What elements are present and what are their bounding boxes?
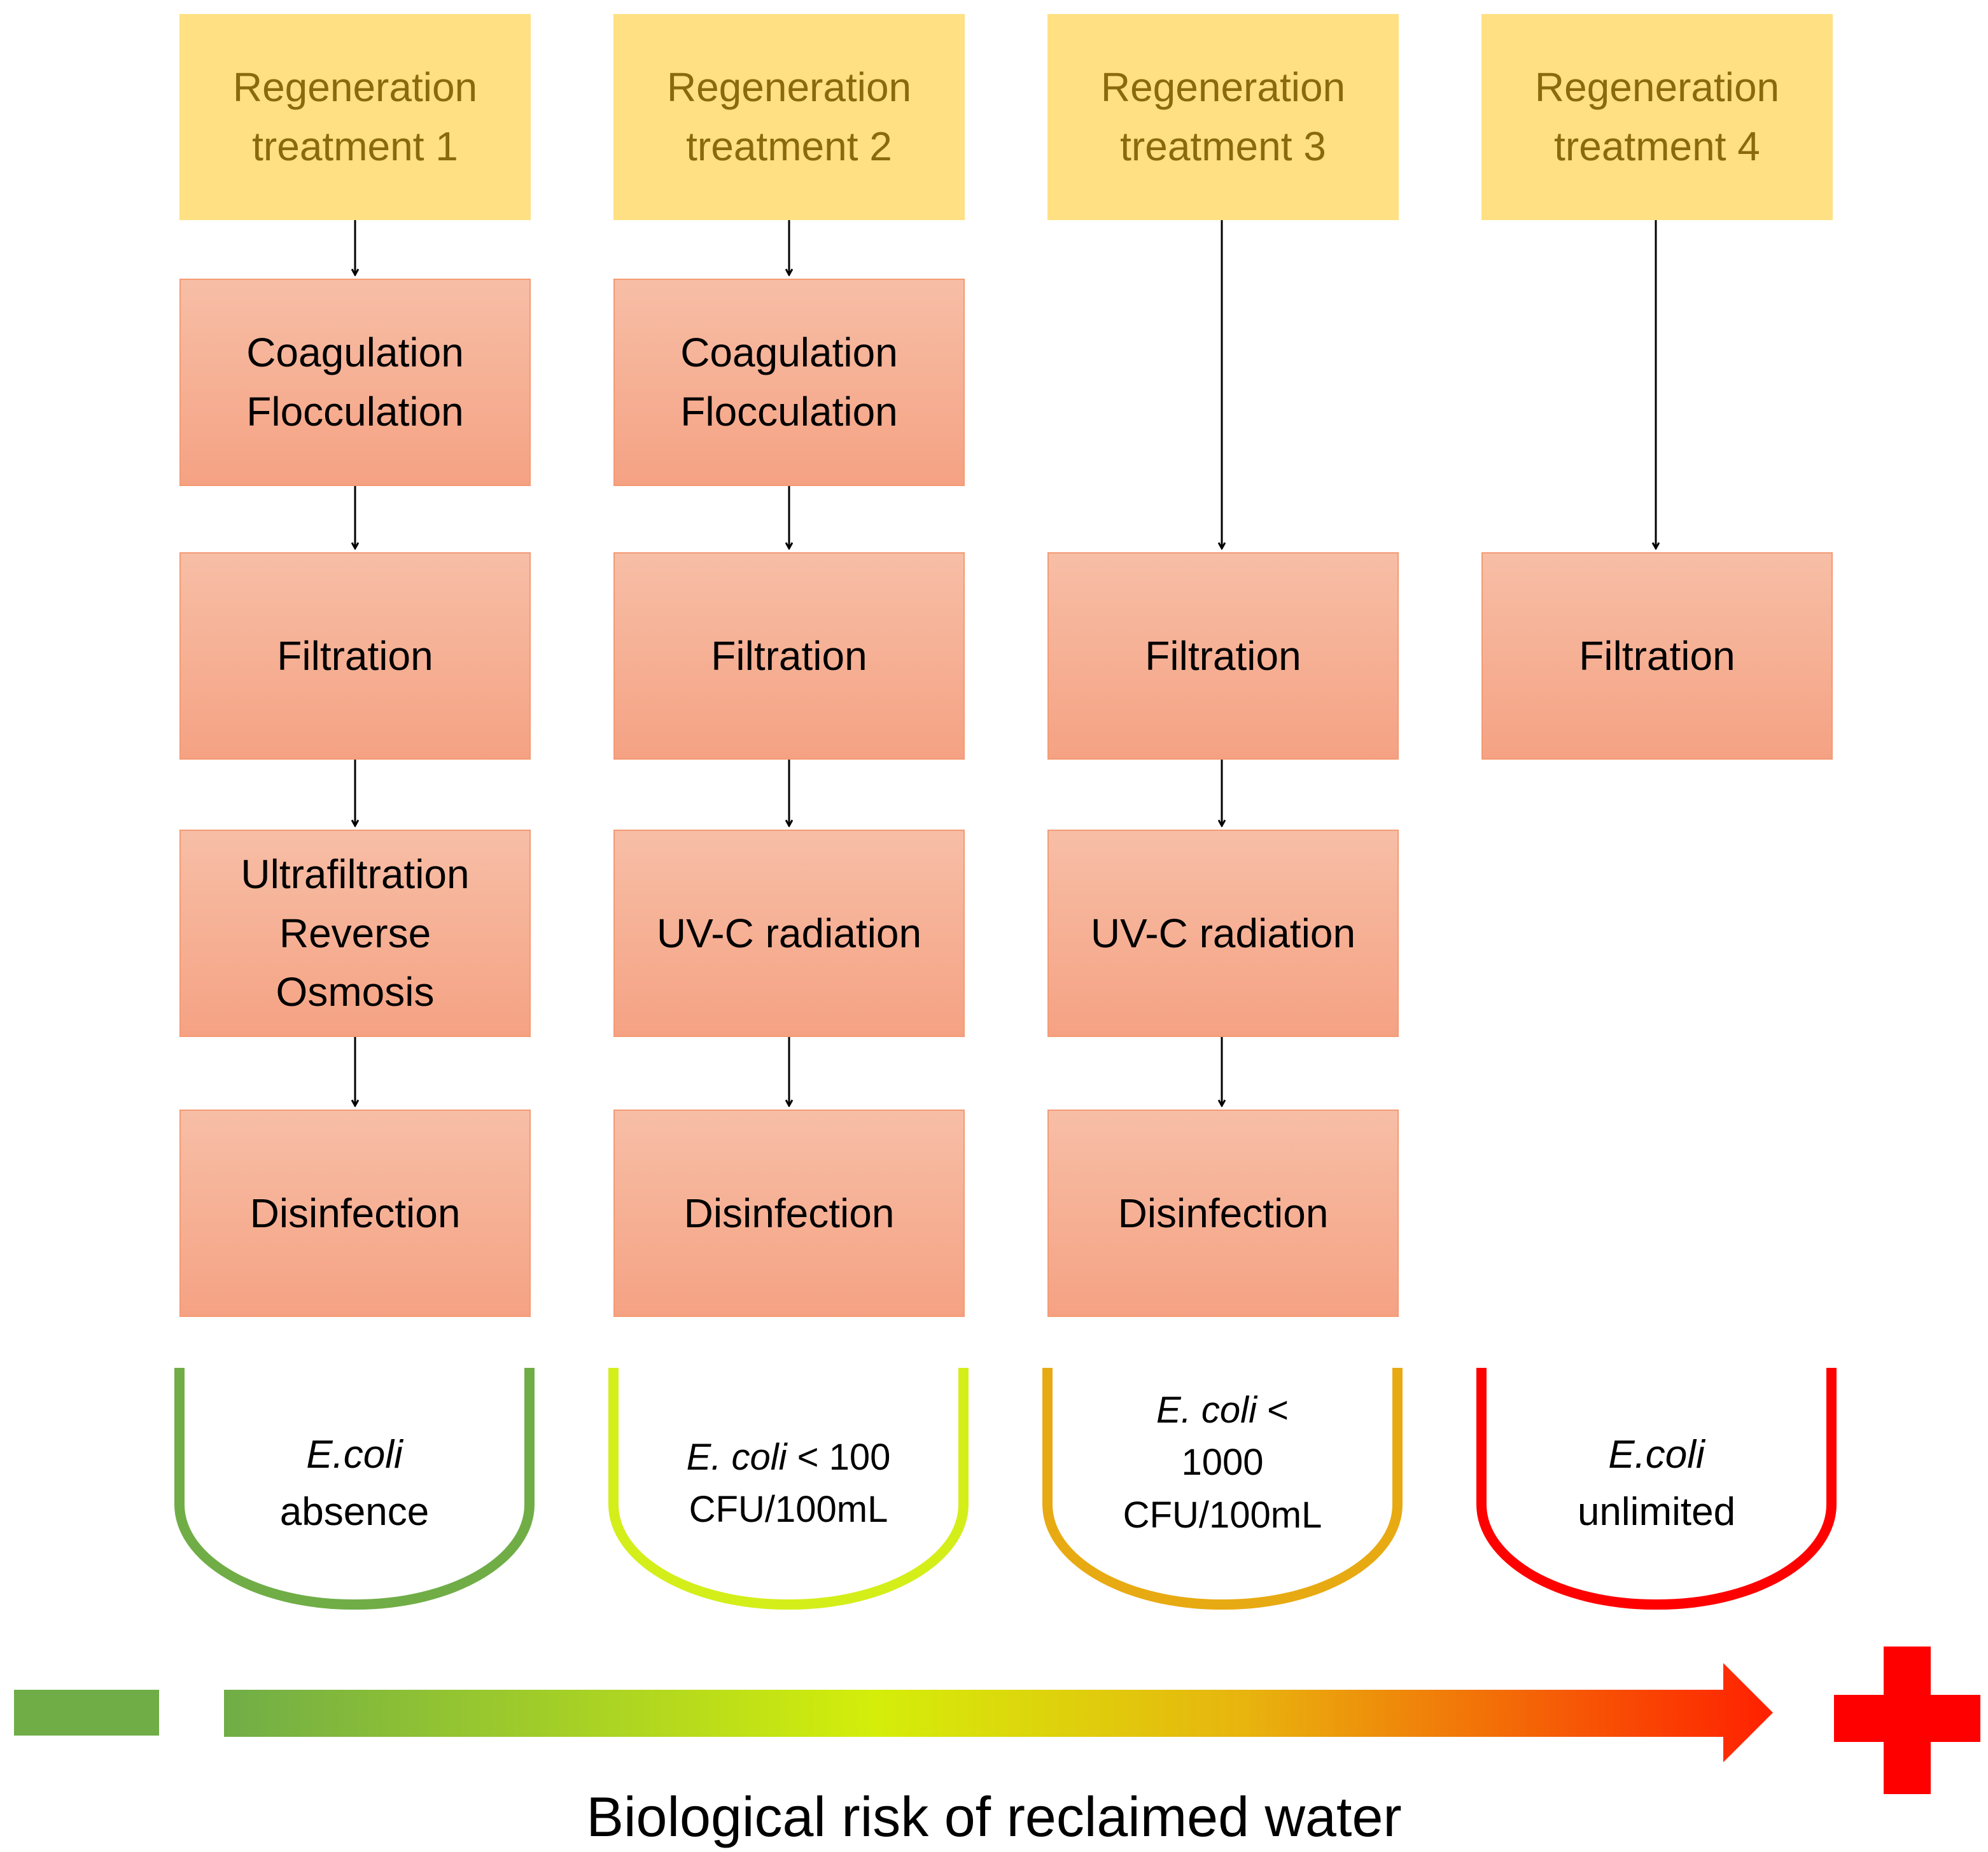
limit-line2: CFU/100mL — [689, 1489, 888, 1530]
header-treatment-2: Regeneration treatment 2 — [613, 14, 965, 220]
step-line: Reverse — [279, 910, 431, 956]
step-filtration-2: Filtration — [613, 552, 965, 760]
minus-icon — [14, 1690, 159, 1736]
limit-ecoli-absence: E.coli absence — [174, 1368, 535, 1610]
step-line: Filtration — [711, 632, 867, 679]
header-line1: Regeneration — [232, 64, 478, 111]
step-disinfection-1: Disinfection — [179, 1110, 531, 1317]
header-treatment-4: Regeneration treatment 4 — [1481, 14, 1833, 220]
limit-ecoli-100: E. coli < 100 CFU/100mL — [608, 1368, 969, 1610]
header-line2: treatment 3 — [1120, 123, 1326, 169]
step-line: Filtration — [277, 632, 433, 679]
limit-ecoli-unlimited: E.coli unlimited — [1476, 1368, 1837, 1610]
limit-line2: absence — [279, 1490, 430, 1534]
limit-organism: E. coli — [1156, 1389, 1257, 1431]
step-line: Osmosis — [276, 969, 435, 1015]
header-line1: Regeneration — [1100, 64, 1346, 111]
limit-ecoli-1000: E. coli < 1000 CFU/100mL — [1042, 1368, 1403, 1610]
limit-line1: E.coli — [1608, 1433, 1705, 1477]
limit-organism: E. coli — [686, 1436, 787, 1478]
header-line2: treatment 4 — [1554, 123, 1760, 169]
limit-threshold: < — [1256, 1389, 1289, 1431]
header-line2: treatment 1 — [252, 123, 458, 169]
limit-line1: E. coli < 100 — [687, 1431, 891, 1484]
step-line: Disinfection — [683, 1190, 895, 1236]
step-uvc-2: UV-C radiation — [613, 830, 965, 1037]
step-line: Disinfection — [1117, 1190, 1329, 1236]
step-line: Coagulation — [680, 330, 898, 376]
header-treatment-1: Regeneration treatment 1 — [179, 14, 531, 220]
step-line: Disinfection — [249, 1190, 461, 1236]
limit-line3: CFU/100mL — [1123, 1494, 1322, 1536]
limit-threshold: < 100 — [787, 1436, 891, 1478]
step-coagulation-flocculation-1: Coagulation Flocculation — [179, 279, 531, 486]
header-line1: Regeneration — [1534, 64, 1780, 111]
step-coagulation-flocculation-2: Coagulation Flocculation — [613, 279, 965, 486]
header-treatment-3: Regeneration treatment 3 — [1047, 14, 1399, 220]
step-line: Flocculation — [680, 389, 898, 435]
limit-line2: 1000 — [1181, 1442, 1264, 1484]
plus-icon-vertical — [1884, 1647, 1931, 1794]
step-line: UV-C radiation — [656, 910, 922, 956]
header-line2: treatment 2 — [686, 123, 892, 169]
step-line: Coagulation — [246, 330, 464, 376]
step-line: UV-C radiation — [1090, 910, 1356, 956]
step-line: Filtration — [1145, 632, 1301, 679]
step-filtration-3: Filtration — [1047, 552, 1399, 760]
step-line: Ultrafiltration — [241, 851, 470, 897]
step-uvc-3: UV-C radiation — [1047, 830, 1399, 1037]
risk-gradient-arrow — [224, 1663, 1773, 1762]
step-line: Flocculation — [246, 389, 464, 435]
step-line: Filtration — [1579, 632, 1735, 679]
header-line1: Regeneration — [666, 64, 912, 111]
limit-line1: E. coli < — [1156, 1384, 1289, 1437]
step-filtration-1: Filtration — [179, 552, 531, 760]
step-disinfection-3: Disinfection — [1047, 1110, 1399, 1317]
step-disinfection-2: Disinfection — [613, 1110, 965, 1317]
risk-axis-label: Biological risk of reclaimed water — [586, 1785, 1402, 1848]
step-ultrafiltration-ro-1: Ultrafiltration Reverse Osmosis — [179, 830, 531, 1037]
step-filtration-4: Filtration — [1481, 552, 1833, 760]
limit-line2: unlimited — [1577, 1490, 1736, 1534]
limit-line1: E.coli — [306, 1433, 403, 1477]
